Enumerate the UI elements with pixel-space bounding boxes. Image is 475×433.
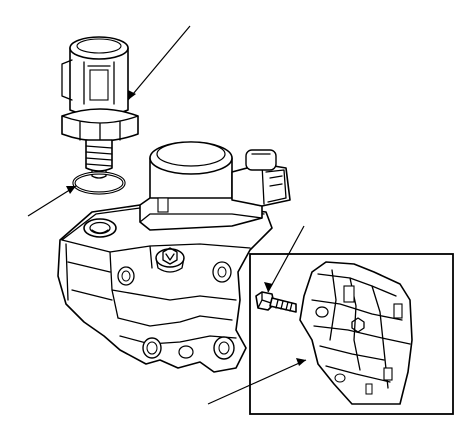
- inset-detail-box: [249, 253, 454, 415]
- leader-arrowheads: [66, 90, 306, 366]
- mounting-bolt: [255, 291, 297, 313]
- leader-line-bolt: [267, 225, 305, 293]
- o-ring: [72, 171, 126, 195]
- leader-line-sensor: [127, 25, 191, 101]
- valve-body-casting: [57, 204, 273, 373]
- arrowhead-o-ring: [66, 186, 76, 194]
- leader-lines: [27, 25, 307, 405]
- solenoid-coil: [139, 141, 291, 231]
- arrowhead-bracket: [296, 358, 306, 366]
- leader-line-bracket: [207, 359, 307, 405]
- arrowhead-sensor: [128, 90, 136, 100]
- pressure-switch-sensor: [61, 36, 139, 179]
- leader-line-o-ring: [27, 185, 77, 217]
- arrowhead-bolt: [264, 282, 273, 292]
